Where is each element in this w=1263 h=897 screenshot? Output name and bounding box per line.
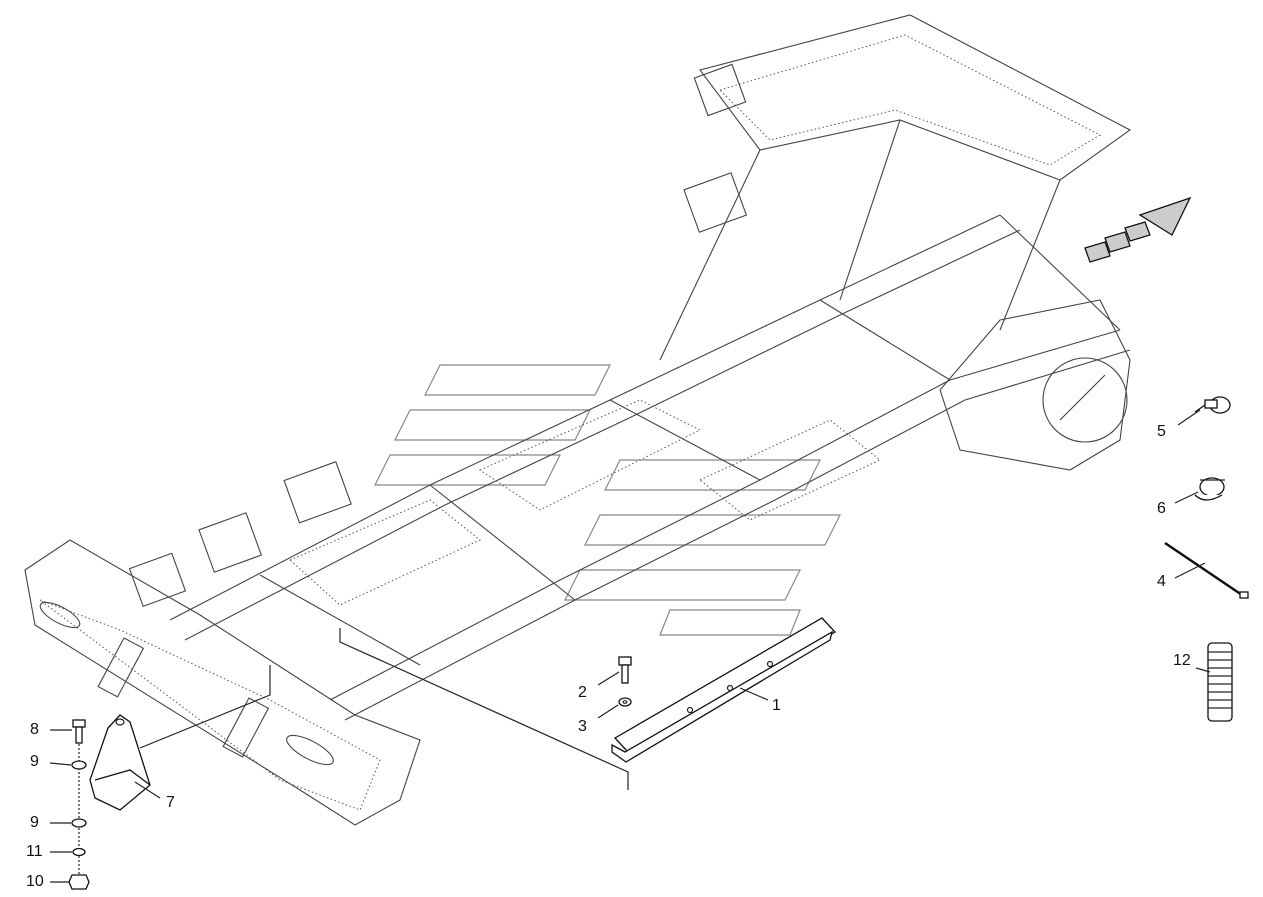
leader-3 — [597, 704, 619, 719]
part-6-clip — [1194, 477, 1225, 501]
part-11-lockwasher — [72, 847, 86, 857]
callout-6: 6 — [1157, 500, 1166, 517]
callout-7: 7 — [166, 794, 175, 811]
leader-6 — [1174, 491, 1199, 504]
callout-12: 12 — [1173, 652, 1191, 669]
part-1-rail — [611, 617, 837, 763]
part-9b-washer — [71, 818, 87, 828]
part-9a-washer — [71, 760, 87, 770]
part-4-cable-tie — [1164, 541, 1249, 599]
leader-12 — [1195, 667, 1211, 673]
part-5-clamp — [1194, 396, 1231, 414]
callout-2: 2 — [578, 684, 587, 701]
part-10-nut — [68, 874, 90, 890]
leader-4 — [1174, 562, 1206, 579]
callout-10: 10 — [26, 873, 44, 890]
watermark-logo — [374, 364, 841, 636]
leader-1 — [739, 687, 769, 701]
direction-arrow-icon — [1084, 196, 1192, 263]
callout-9a: 9 — [30, 753, 39, 770]
callout-3: 3 — [578, 718, 587, 735]
leader-2 — [597, 671, 620, 686]
part-12-sleeve — [1207, 642, 1233, 722]
leader-9a — [49, 762, 72, 766]
leader-5 — [1177, 409, 1201, 426]
callout-9b: 9 — [30, 814, 39, 831]
assembly-line-7 — [139, 665, 271, 749]
part-7-bracket — [89, 714, 151, 811]
leader-7 — [134, 781, 161, 799]
callout-1: 1 — [772, 697, 781, 714]
callout-8: 8 — [30, 721, 39, 738]
part-8-bolt — [72, 719, 86, 744]
callout-4: 4 — [1157, 573, 1166, 590]
callout-11: 11 — [26, 843, 43, 860]
assembly-line-1 — [339, 628, 629, 790]
part-3-washer — [618, 697, 632, 707]
part-2-bolt — [618, 656, 632, 684]
chassis-frame — [24, 14, 1132, 826]
callout-5: 5 — [1157, 423, 1166, 440]
